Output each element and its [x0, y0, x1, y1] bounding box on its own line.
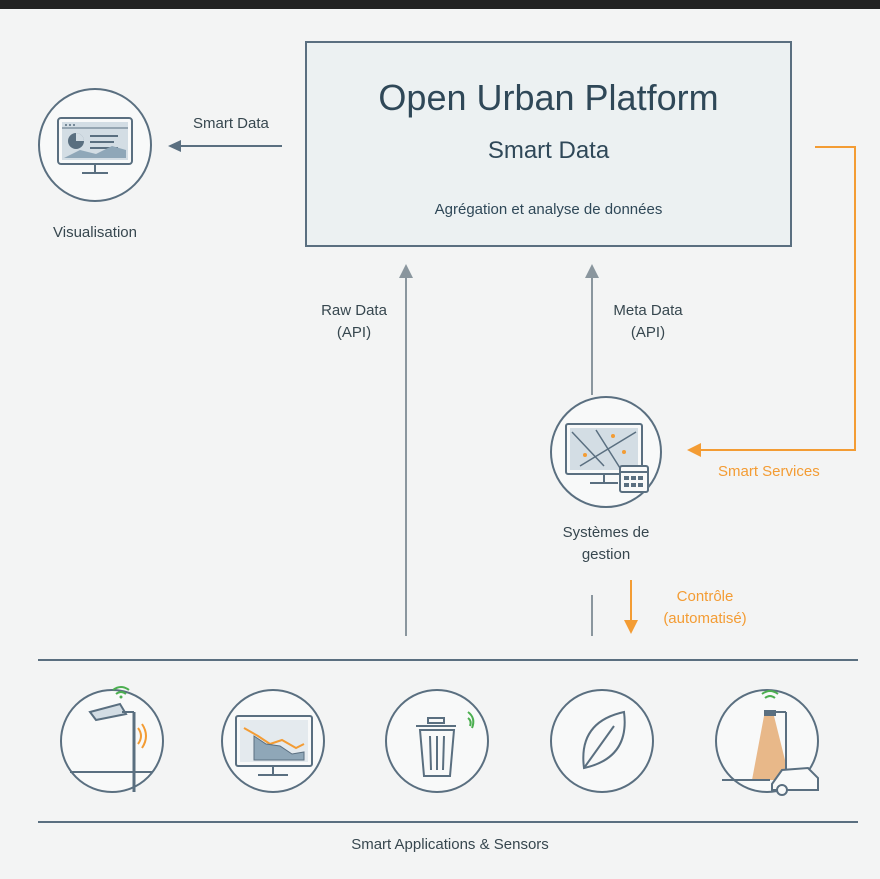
meta-data-label-line1: Meta Data: [613, 302, 683, 319]
meta-data-label-line2: (API): [630, 324, 666, 341]
monitor-chart-icon: [221, 689, 325, 793]
control-arrow: [624, 580, 638, 634]
platform-title: Open Urban Platform: [378, 77, 719, 118]
management-label-line2: gestion: [581, 546, 631, 563]
meta-data-arrow: [585, 264, 599, 636]
open-urban-platform-box: Open Urban Platform Smart Data Agrégatio…: [305, 41, 792, 247]
platform-subtitle: Smart Data: [487, 137, 610, 164]
visualisation-label: Visualisation: [53, 224, 137, 241]
smart-services-label: Smart Services: [718, 463, 820, 480]
monitor-map-calendar-icon: [550, 396, 662, 508]
trash-bin-wifi-icon: [385, 689, 489, 793]
smart-data-arrow-label: Smart Data: [193, 115, 269, 132]
sensors-label: Smart Applications & Sensors: [351, 836, 549, 853]
top-border: [0, 0, 880, 9]
smart-data-arrow: [168, 140, 282, 152]
management-label: Systèmes de gestion: [546, 522, 666, 566]
street-light-car-icon: [715, 689, 819, 796]
smart-services-connector: [687, 146, 856, 457]
control-label: Contrôle (automatisé): [650, 586, 760, 630]
raw-data-label-line1: Raw Data: [321, 302, 387, 319]
street-light-wifi-icon: [60, 686, 164, 793]
raw-data-label-line2: (API): [336, 324, 372, 341]
raw-data-arrow: [399, 264, 413, 636]
platform-description: Agrégation et analyse de données: [434, 201, 663, 218]
raw-data-label: Raw Data (API): [304, 300, 404, 344]
control-label-line1: Contrôle: [676, 588, 734, 605]
leaf-icon: [550, 689, 654, 793]
control-label-line2: (automatisé): [663, 610, 747, 627]
meta-data-label: Meta Data (API): [598, 300, 698, 344]
management-label-line1: Systèmes de: [562, 524, 650, 541]
monitor-dashboard-icon: [38, 88, 152, 202]
